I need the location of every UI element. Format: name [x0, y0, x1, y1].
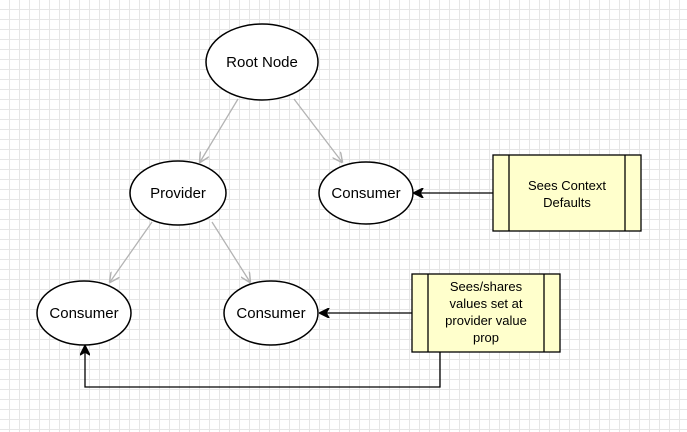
provider-node-label: Provider [150, 185, 206, 202]
root-node-label: Root Node [226, 54, 298, 71]
note-provider-values-line-1: Sees/shares [450, 279, 523, 294]
edge-root-to-provider [200, 98, 239, 162]
consumer-node-left: Consumer [36, 280, 132, 346]
consumer-node-top: Consumer [318, 161, 414, 225]
note-context-defaults-line-1: Sees Context [528, 178, 606, 193]
consumer-node-mid: Consumer [223, 280, 319, 346]
note-provider-values: Sees/shares values set at provider value… [411, 273, 561, 353]
edge-provider-to-consumer-mid [211, 221, 250, 282]
note-context-defaults-line-2: Defaults [543, 195, 591, 210]
consumer-node-mid-label: Consumer [236, 305, 305, 322]
note-provider-values-line-2: values set at [450, 296, 523, 311]
root-node: Root Node [205, 23, 319, 101]
consumer-node-left-label: Consumer [49, 305, 118, 322]
note-provider-values-line-4: prop [473, 330, 499, 345]
edge-root-to-consumer-top [293, 98, 342, 162]
note-provider-values-line-3: provider value [445, 313, 527, 328]
note-context-defaults: Sees Context Defaults [492, 154, 642, 232]
provider-node: Provider [129, 160, 227, 226]
edge-shares-note-to-consumer-left [85, 346, 441, 388]
edge-provider-to-consumer-left [110, 221, 153, 282]
consumer-node-top-label: Consumer [331, 185, 400, 202]
